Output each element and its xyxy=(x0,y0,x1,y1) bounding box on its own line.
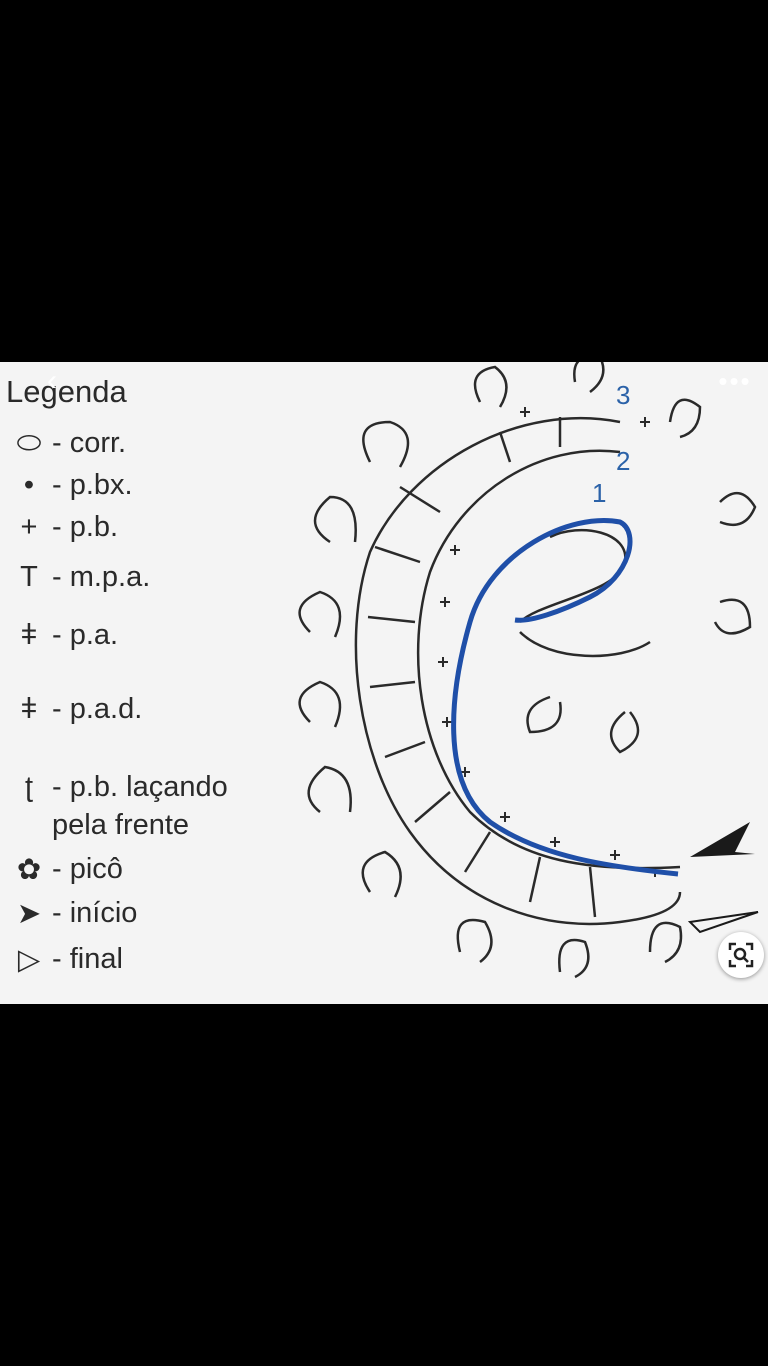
visual-search-icon xyxy=(728,942,754,968)
single-crochet-marks xyxy=(438,407,660,877)
legend-title: Legenda xyxy=(6,374,127,409)
legend-item-final: ▷- final xyxy=(6,942,123,977)
legend-item-pb: +- p.b. xyxy=(6,510,119,544)
legend-item-pico: ✿- picô xyxy=(6,852,123,887)
end-arrow-marker xyxy=(687,911,759,934)
legend-item-pa: ǂ- p.a. xyxy=(6,618,119,652)
half-double-crochet-icon: T xyxy=(20,560,38,593)
outer-chain-ring xyxy=(354,417,682,926)
legend-item-corr: ⬭- corr. xyxy=(6,426,127,460)
picots xyxy=(298,362,757,979)
single-crochet-icon: + xyxy=(20,510,38,543)
row-label-3: 3 xyxy=(616,380,630,410)
start-arrow-icon: ➤ xyxy=(16,898,42,930)
legend-item-pbx: •- p.bx. xyxy=(6,468,133,502)
more-dots-icon: ••• xyxy=(718,366,752,396)
start-arrow-marker xyxy=(690,822,755,857)
crochet-spiral-diagram: 1 2 3 xyxy=(298,362,759,979)
stitch-spokes xyxy=(367,417,597,918)
back-button[interactable]: ‹ xyxy=(36,366,68,398)
treble-crochet-icon: ǂ xyxy=(20,692,38,725)
front-post-stitch-icon: ʈ xyxy=(24,770,34,803)
chain-stitch-icon: ⬭ xyxy=(16,426,42,459)
slip-stitch-icon: • xyxy=(23,468,35,501)
inner-stitch-ring xyxy=(416,449,681,870)
double-crochet-icon: ǂ xyxy=(20,618,38,651)
legend-item-pad: ǂ- p.a.d. xyxy=(6,692,143,726)
inner-spiral xyxy=(519,528,627,623)
row-label-1: 1 xyxy=(592,478,606,508)
legend-item-pb-lacando: ʈ- p.b. laçando xyxy=(6,770,228,804)
legend-item-inicio: ➤- início xyxy=(6,896,138,931)
picot-icon: ✿ xyxy=(16,854,42,886)
legend-item-pela-frente: pela frente xyxy=(52,808,190,841)
visual-search-button[interactable] xyxy=(718,932,764,978)
legend-item-mpa: T- m.p.a. xyxy=(6,560,150,594)
crochet-diagram-image[interactable]: Legenda ⬭- corr. •- p.bx. +- p.b. T- m.p… xyxy=(0,362,768,1004)
row-label-2: 2 xyxy=(616,446,630,476)
end-arrow-icon: ▷ xyxy=(17,944,41,976)
more-options-button[interactable]: ••• xyxy=(712,366,758,396)
chevron-left-icon: ‹ xyxy=(47,364,57,397)
highlighted-round-path xyxy=(451,518,679,877)
